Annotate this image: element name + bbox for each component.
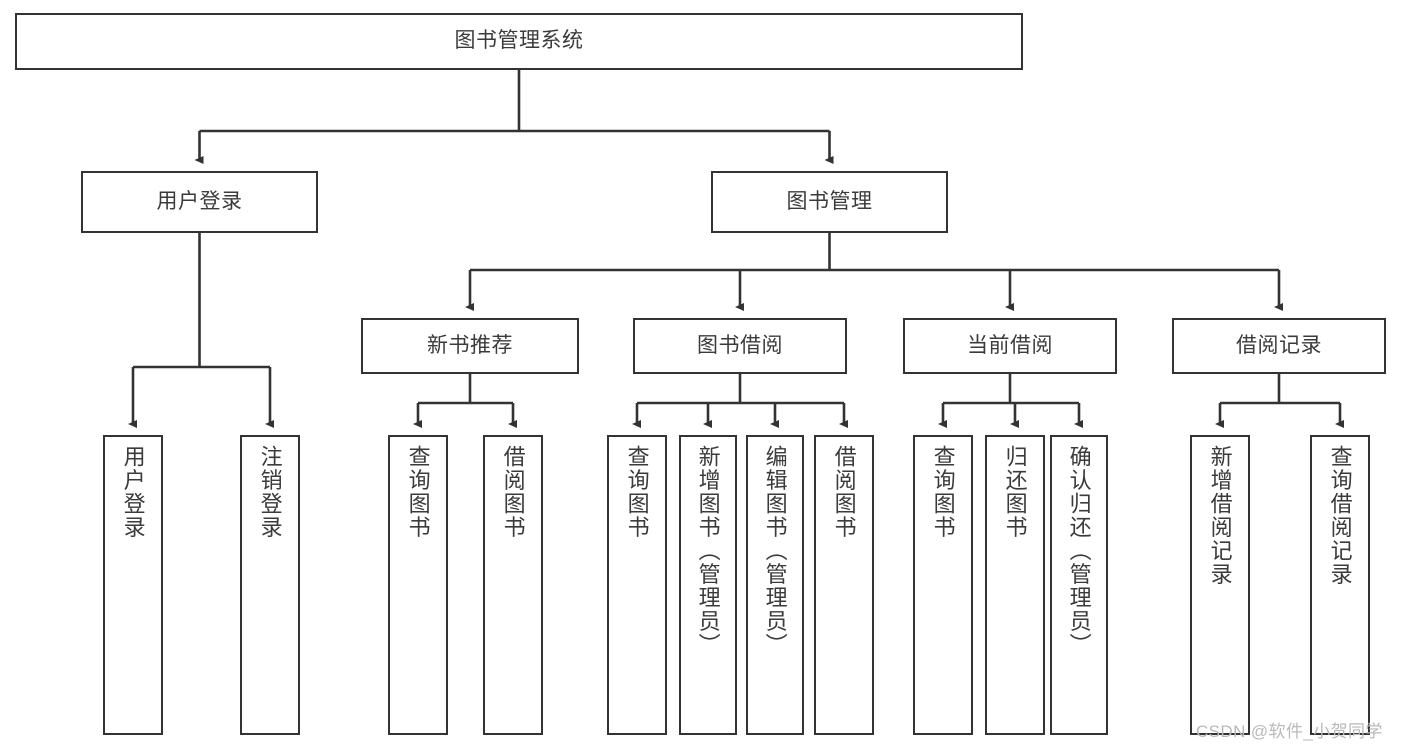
node-leaf-return-book[interactable]: 归还图书 bbox=[985, 435, 1045, 735]
node-borrow-record[interactable]: 借阅记录 bbox=[1172, 318, 1386, 374]
node-borrow-record-label: 借阅记录 bbox=[1236, 333, 1322, 357]
node-user-login-label: 用户登录 bbox=[156, 189, 243, 213]
node-root-label: 图书管理系统 bbox=[454, 29, 584, 53]
node-leaf-return-book-label: 归还图书 bbox=[1002, 445, 1028, 539]
node-leaf-query-book-3-label: 查询图书 bbox=[930, 445, 956, 539]
node-book-manage-label: 图书管理 bbox=[786, 189, 873, 213]
node-leaf-add-book-label: 新增图书（管理员） bbox=[695, 445, 721, 657]
node-current-borrow[interactable]: 当前借阅 bbox=[903, 318, 1117, 374]
node-leaf-borrow-book-1[interactable]: 借阅图书 bbox=[483, 435, 543, 735]
node-leaf-query-book-2-label: 查询图书 bbox=[624, 445, 650, 539]
csdn-watermark: CSDN @软件_小贺同学 bbox=[1196, 722, 1383, 741]
node-leaf-query-book-1[interactable]: 查询图书 bbox=[388, 435, 448, 735]
node-leaf-confirm-return[interactable]: 确认归还（管理员） bbox=[1050, 435, 1108, 735]
node-leaf-query-record[interactable]: 查询借阅记录 bbox=[1310, 435, 1370, 735]
node-leaf-query-book-3[interactable]: 查询图书 bbox=[913, 435, 973, 735]
node-leaf-borrow-book-2-label: 借阅图书 bbox=[831, 445, 857, 539]
node-leaf-edit-book-label: 编辑图书（管理员） bbox=[762, 445, 788, 657]
node-book-manage[interactable]: 图书管理 bbox=[711, 171, 948, 233]
node-book-borrow[interactable]: 图书借阅 bbox=[633, 318, 847, 374]
node-root[interactable]: 图书管理系统 bbox=[15, 13, 1023, 70]
node-book-borrow-label: 图书借阅 bbox=[697, 333, 783, 357]
node-leaf-add-book[interactable]: 新增图书（管理员） bbox=[679, 435, 737, 735]
node-leaf-borrow-book-1-label: 借阅图书 bbox=[500, 445, 526, 539]
node-leaf-add-record[interactable]: 新增借阅记录 bbox=[1190, 435, 1250, 735]
node-new-book-recommend[interactable]: 新书推荐 bbox=[361, 318, 579, 374]
node-leaf-logout[interactable]: 注销登录 bbox=[240, 435, 300, 735]
node-leaf-edit-book[interactable]: 编辑图书（管理员） bbox=[746, 435, 804, 735]
node-leaf-logout-label: 注销登录 bbox=[257, 445, 283, 539]
node-current-borrow-label: 当前借阅 bbox=[967, 333, 1053, 357]
node-leaf-user-login-label: 用户登录 bbox=[120, 445, 146, 539]
connector-group bbox=[128, 70, 1344, 428]
node-leaf-borrow-book-2[interactable]: 借阅图书 bbox=[814, 435, 874, 735]
node-user-login[interactable]: 用户登录 bbox=[81, 171, 318, 233]
node-leaf-user-login[interactable]: 用户登录 bbox=[103, 435, 163, 735]
node-leaf-add-record-label: 新增借阅记录 bbox=[1207, 445, 1233, 586]
node-leaf-query-record-label: 查询借阅记录 bbox=[1327, 445, 1353, 586]
node-leaf-query-book-1-label: 查询图书 bbox=[405, 445, 431, 539]
node-leaf-confirm-return-label: 确认归还（管理员） bbox=[1066, 445, 1092, 657]
node-leaf-query-book-2[interactable]: 查询图书 bbox=[607, 435, 667, 735]
node-new-book-recommend-label: 新书推荐 bbox=[427, 333, 513, 357]
